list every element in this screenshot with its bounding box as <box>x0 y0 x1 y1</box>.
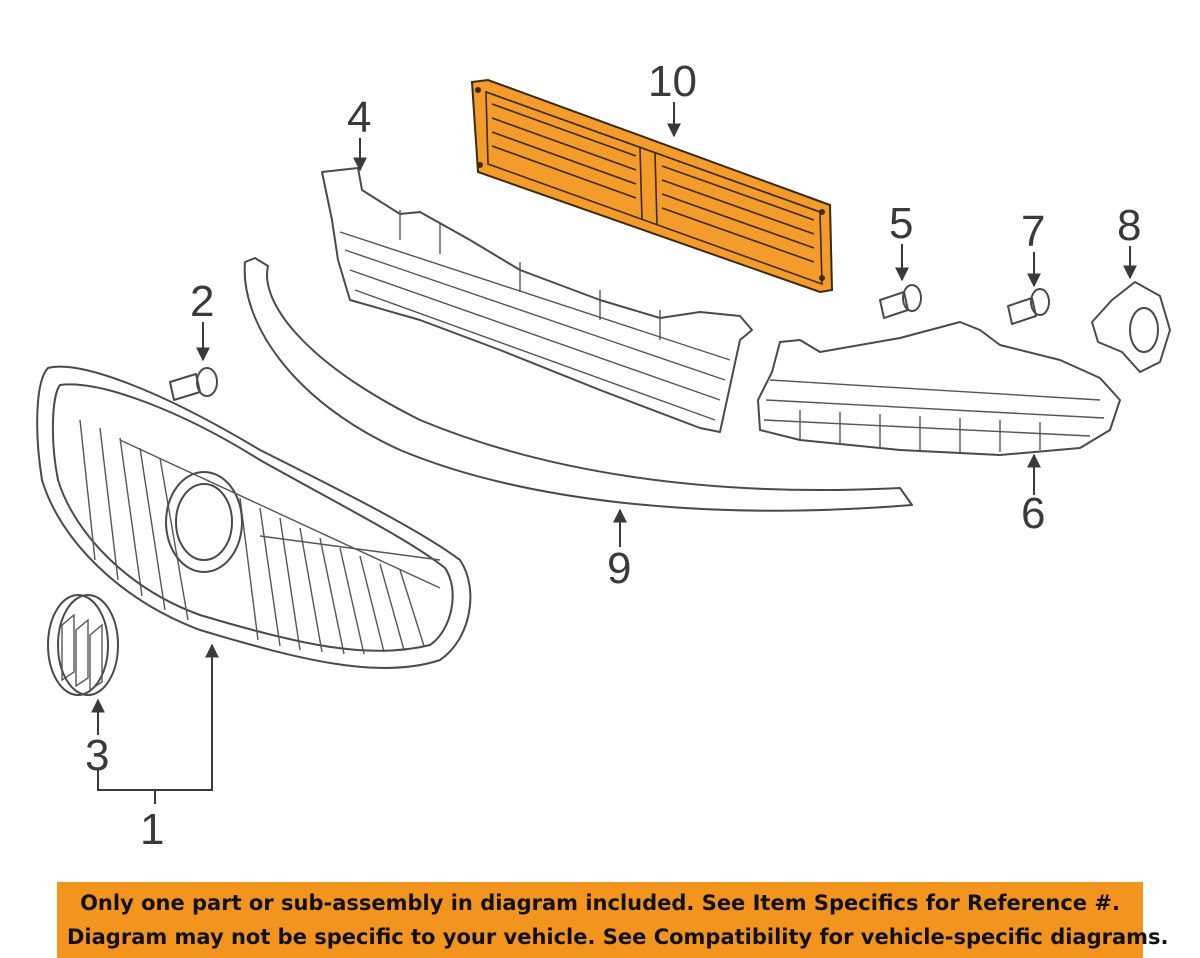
callout-10: 10 <box>648 57 697 106</box>
callout-9: 9 <box>607 544 631 593</box>
parts-diagram: 1 2 3 4 5 6 7 8 9 10 <box>36 57 1171 854</box>
part-9-trim-strip <box>243 257 913 512</box>
disclaimer-banner: Only one part or sub-assembly in diagram… <box>57 882 1169 958</box>
part-2-bolt <box>169 367 218 401</box>
callout-7: 7 <box>1021 207 1045 256</box>
part-4-support <box>321 167 753 433</box>
part-3-emblem <box>47 594 119 696</box>
callout-2: 2 <box>190 277 214 326</box>
disclaimer-line-2: Diagram may not be specific to your vehi… <box>67 925 1169 949</box>
part-6-lower-grille <box>757 321 1121 456</box>
callout-6: 6 <box>1021 489 1045 538</box>
part-8-bracket <box>1091 281 1171 373</box>
part-1-grille <box>36 365 472 669</box>
callout-1: 1 <box>140 805 164 854</box>
part-10-shutter <box>470 78 834 294</box>
part-5-bolt <box>879 284 922 319</box>
callout-3: 3 <box>85 731 109 780</box>
callout-5: 5 <box>889 199 913 248</box>
callout-4: 4 <box>347 93 371 142</box>
disclaimer-line-1: Only one part or sub-assembly in diagram… <box>80 891 1120 915</box>
part-7-bolt <box>1007 288 1050 325</box>
leader-lines <box>91 102 1137 804</box>
callout-8: 8 <box>1117 201 1141 250</box>
